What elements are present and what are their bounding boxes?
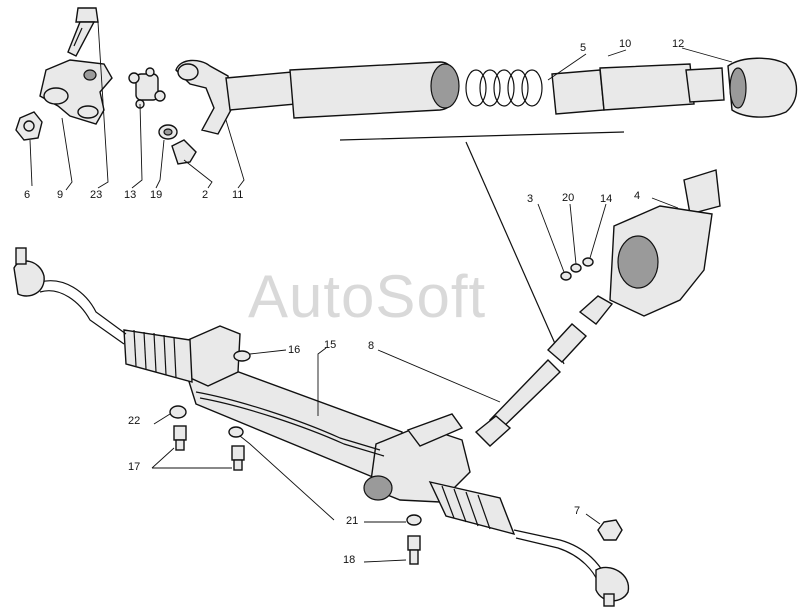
nut-22 (169, 405, 187, 419)
callout-3: 3 (527, 193, 534, 205)
callout-5: 5 (580, 42, 587, 54)
yoke-11 (175, 59, 233, 135)
clamp-yoke-9 (39, 59, 113, 125)
callout-13: 13 (124, 189, 137, 201)
right-bellows (428, 480, 516, 536)
callout-10: 10 (619, 38, 632, 50)
pipe-15 (195, 391, 385, 457)
bolt-18 (407, 535, 421, 565)
callout-11: 11 (232, 189, 244, 201)
callout-12: 12 (672, 38, 685, 50)
callout-18: 18 (343, 554, 356, 566)
callout-19: 19 (150, 189, 163, 201)
callout-6: 6 (24, 189, 31, 201)
leader-lines (29, 21, 733, 563)
callout-8: 8 (368, 340, 375, 352)
washers-3-20-14 (560, 257, 594, 281)
callout-21: 21 (346, 515, 359, 527)
shaft-tube (225, 61, 460, 119)
nut-7 (597, 519, 623, 541)
spring-5 (465, 69, 543, 107)
watermark-text: AutoSoft (248, 263, 487, 330)
callout-4: 4 (634, 190, 641, 202)
callout-15: 15 (324, 339, 337, 351)
callout-23: 23 (90, 189, 103, 201)
bolt-17c (231, 445, 245, 471)
callout-17: 17 (128, 461, 141, 473)
callout-7: 7 (574, 505, 581, 517)
rack-housing (185, 325, 471, 503)
left-bellows (123, 329, 193, 383)
ring-19 (158, 124, 178, 140)
washer-17b (228, 426, 244, 438)
callout-16: 16 (288, 344, 301, 356)
callout-14: 14 (600, 193, 613, 205)
bushing-2 (171, 139, 197, 165)
washer-16 (233, 350, 251, 362)
callout-9: 9 (57, 189, 64, 201)
universal-joint-shaft-8 (474, 295, 614, 447)
callout-2: 2 (202, 189, 209, 201)
right-tie-rod (513, 529, 630, 607)
callout-22: 22 (128, 415, 141, 427)
left-tie-rod (13, 247, 127, 345)
section-line (339, 131, 625, 141)
callout-20: 20 (562, 192, 575, 204)
bolt-17a (173, 425, 187, 451)
nut-6 (15, 111, 43, 141)
nut-21 (406, 514, 422, 526)
bolt-23 (67, 7, 99, 57)
gear-housing-4 (609, 169, 721, 317)
splined-shaft-10 (551, 63, 725, 115)
spider-13 (128, 67, 166, 109)
boot-12 (727, 57, 798, 118)
